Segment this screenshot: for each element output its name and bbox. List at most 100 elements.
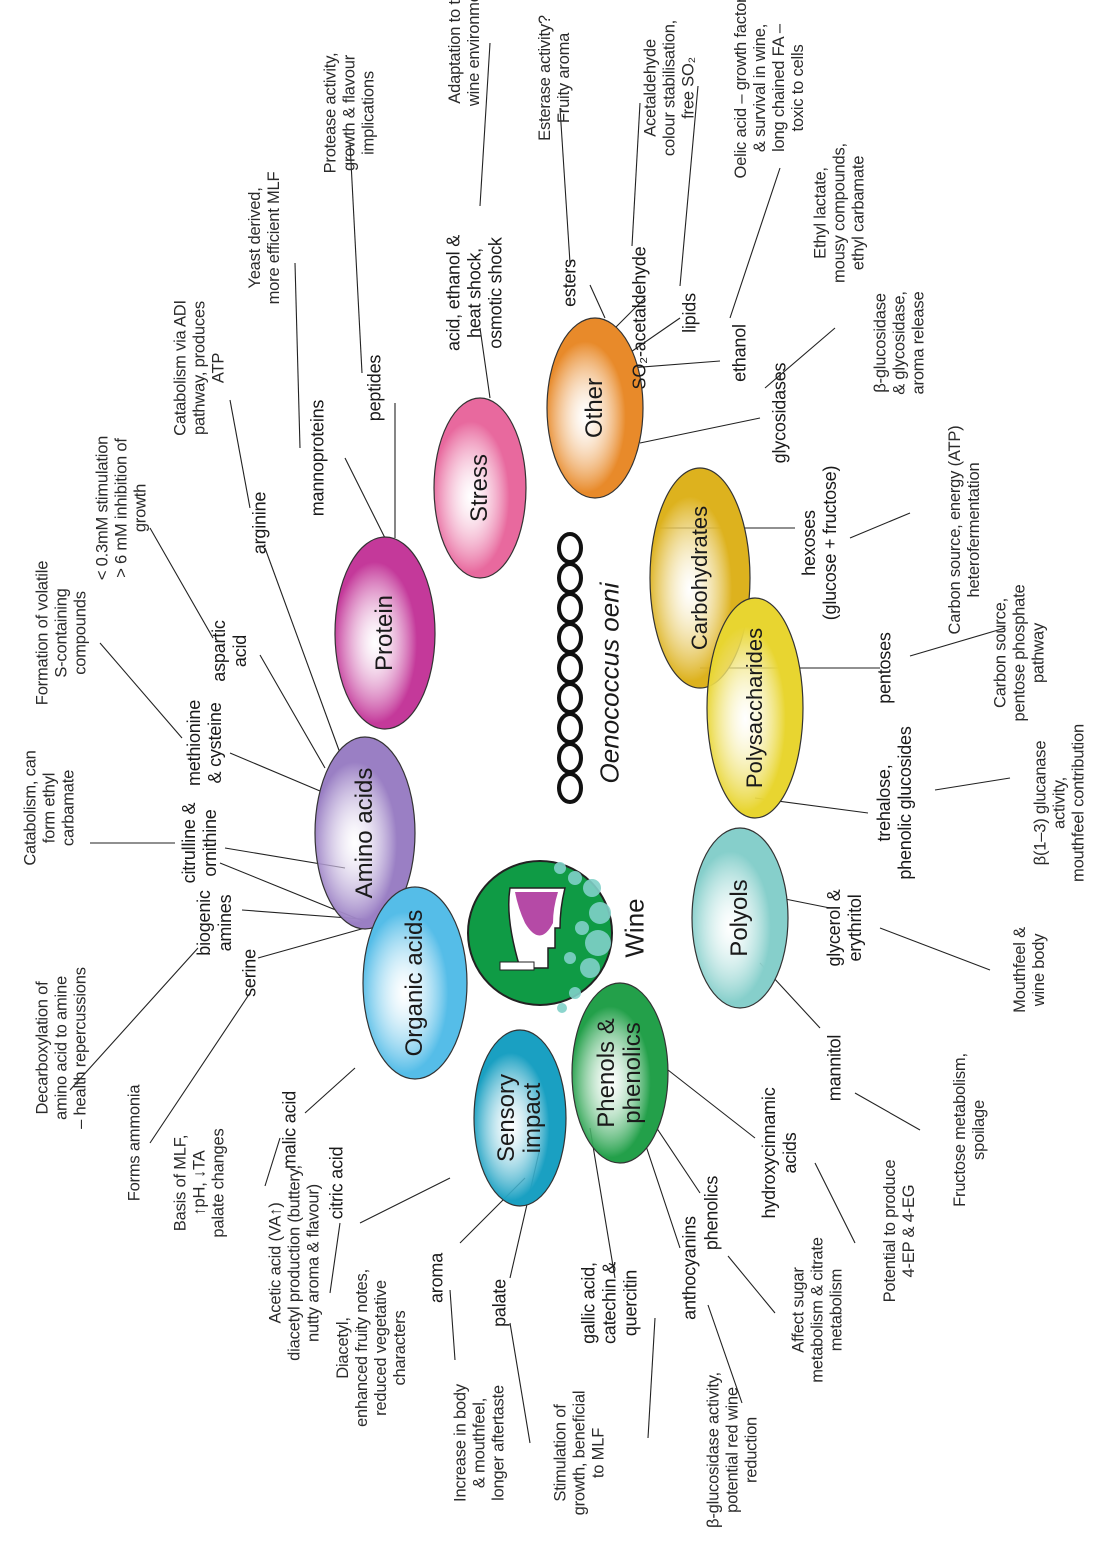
note-glucanase-note: β(1–3) glucanase activity, mouthfeel con… bbox=[1031, 724, 1088, 882]
connector-line bbox=[729, 167, 781, 319]
category-ellipse-organic bbox=[362, 886, 468, 1080]
item-biogenic: biogenic amines bbox=[194, 890, 235, 956]
connector-line bbox=[779, 897, 831, 909]
note-potential-note: Potential to produce 4-EP & 4-EG bbox=[881, 1159, 918, 1303]
connector-line bbox=[559, 107, 571, 264]
note-esterase-note: Esterase activity? Fruity aroma bbox=[536, 15, 573, 141]
item-pentoses: pentoses bbox=[874, 632, 895, 704]
connector-line bbox=[854, 1092, 921, 1131]
item-malic: malic acid bbox=[279, 1090, 300, 1170]
connector-line bbox=[344, 457, 391, 549]
note-protease-note: Protease activity, growth & flavour impl… bbox=[321, 52, 378, 174]
connector-line bbox=[264, 1137, 281, 1187]
category-ellipse-polyols bbox=[691, 827, 789, 1009]
connector-line bbox=[294, 262, 301, 449]
note-basis-note: Basis of MLF, ↑pH, ↓TA palate changes bbox=[171, 1128, 228, 1238]
wine-label: Wine bbox=[619, 898, 650, 958]
connector-line bbox=[631, 102, 641, 247]
item-phenolics: phenolics bbox=[701, 1175, 722, 1251]
item-methionine: methionine & cysteine bbox=[184, 699, 225, 787]
connector-line bbox=[229, 752, 321, 792]
wine-glass-icon bbox=[467, 860, 613, 1013]
connector-line bbox=[727, 1255, 776, 1314]
connector-line bbox=[764, 327, 836, 389]
note-yeast-note: Yeast derived, more efficient MLF bbox=[246, 171, 283, 305]
note-diacetyl-note: Diacetyl, enhanced fruity notes, reduced… bbox=[334, 1269, 409, 1427]
connector-line bbox=[679, 85, 699, 287]
item-glycerol: glycerol & erythritol bbox=[824, 889, 865, 967]
connector-line bbox=[69, 947, 199, 1091]
item-arginine: arginine bbox=[249, 491, 270, 555]
item-hexoses: hexoses (glucose + fructose) bbox=[799, 465, 840, 621]
connector-line bbox=[909, 627, 1006, 657]
category-label-polyols: Polyols bbox=[726, 879, 753, 957]
item-so2: SO₂-acetaldehyde bbox=[629, 246, 650, 390]
category-ellipse-poly bbox=[706, 597, 804, 819]
item-anthocyanins: anthocyanins bbox=[679, 1216, 700, 1320]
note-pentose-note: Carbon source, pentose phosphate pathway bbox=[991, 584, 1048, 722]
connector-line bbox=[479, 42, 491, 207]
connector-line bbox=[149, 992, 251, 1144]
item-serine: serine bbox=[239, 949, 260, 997]
connector-line bbox=[257, 927, 366, 959]
category-label-sensory: Sensory impact bbox=[493, 1073, 546, 1163]
note-forms-ammonia: Forms ammonia bbox=[125, 1084, 144, 1202]
category-ellipse-sensory bbox=[473, 1029, 567, 1207]
connector-line bbox=[934, 777, 1011, 791]
category-label-carb: Carbohydrates bbox=[687, 505, 712, 651]
note-glucosidase-note: β-glucosidase & glycosidase, aroma relea… bbox=[871, 291, 928, 395]
category-ellipse-other bbox=[546, 317, 644, 499]
connector-line bbox=[849, 512, 911, 539]
category-label-amino: Amino acids bbox=[351, 767, 378, 899]
connector-line bbox=[624, 317, 681, 357]
connector-line bbox=[304, 1067, 356, 1114]
note-fructose-note: Fructose metabolism, spoilage bbox=[951, 1053, 988, 1207]
category-label-other: Other bbox=[581, 377, 608, 439]
item-trehalose: trehalose, phenolic glucosides bbox=[874, 726, 915, 880]
item-citric: citric acid bbox=[326, 1146, 347, 1220]
connector-line bbox=[149, 527, 214, 639]
connector-line bbox=[229, 399, 251, 509]
connector-line bbox=[649, 1117, 701, 1194]
category-ellipse-phenols bbox=[571, 982, 669, 1164]
connector-line bbox=[647, 1317, 656, 1439]
item-mannoproteins: mannoproteins bbox=[307, 399, 328, 517]
connector-line bbox=[589, 284, 606, 319]
connector-line bbox=[639, 417, 761, 444]
note-oleic-note: Oelic acid – growth factor & survival in… bbox=[732, 0, 807, 179]
item-palate: palate bbox=[489, 1279, 510, 1327]
item-glycosidases: glycosidases bbox=[769, 362, 790, 464]
connector-line bbox=[259, 654, 326, 769]
connector-line bbox=[629, 360, 721, 369]
note-affect-sugar-note: Affect sugar metabolism & citrate metabo… bbox=[789, 1237, 846, 1383]
item-lipids: lipids bbox=[679, 293, 700, 333]
note-aspartic-note: < 0.3mM stimulation > 6 mM inhibition of… bbox=[93, 435, 150, 581]
connector-line bbox=[349, 142, 363, 374]
note-adaptation-note: Adaptation to the wine environment bbox=[446, 0, 483, 107]
note-acetic-note: Acetic acid (VA↑) diacetyl production (b… bbox=[266, 1165, 323, 1361]
connector-line bbox=[479, 327, 491, 399]
note-bglucosidase-red-note: β-glucosidase activity, potential red wi… bbox=[704, 1372, 761, 1528]
connector-line bbox=[509, 1322, 531, 1444]
connector-line bbox=[264, 547, 341, 754]
category-label-phenols: Phenols & phenolics bbox=[593, 1018, 646, 1128]
category-label-poly: Polysaccharides bbox=[742, 627, 767, 789]
note-acetaldehyde-note: Acetaldehyde colour stabilisation, free … bbox=[641, 19, 698, 157]
item-ethanol: ethanol bbox=[729, 324, 750, 382]
item-citrulline: citrulline & ornithine bbox=[179, 802, 220, 884]
item-aroma: aroma bbox=[426, 1252, 447, 1304]
note-hexose-note: Carbon source, energy (ATP) heterofermen… bbox=[946, 425, 983, 635]
connector-line bbox=[449, 1289, 456, 1361]
note-mouthfeel-note: Mouthfeel & wine body bbox=[1011, 927, 1048, 1013]
note-catabolism-ethyl: Catabolism, can form ethyl carbamate bbox=[21, 750, 78, 866]
note-formation-volatile: Formation of volatile S-containing compo… bbox=[33, 560, 90, 706]
connector-line bbox=[99, 642, 183, 739]
category-label-organic: Organic acids bbox=[401, 909, 428, 1057]
item-peptides: peptides bbox=[364, 354, 385, 422]
note-increase-body-note: Increase in body & mouthfeel, longer aft… bbox=[451, 1384, 508, 1502]
connector-line bbox=[589, 1127, 616, 1279]
item-hydroxycinnamic: hydroxycinnamic acids bbox=[759, 1087, 800, 1219]
